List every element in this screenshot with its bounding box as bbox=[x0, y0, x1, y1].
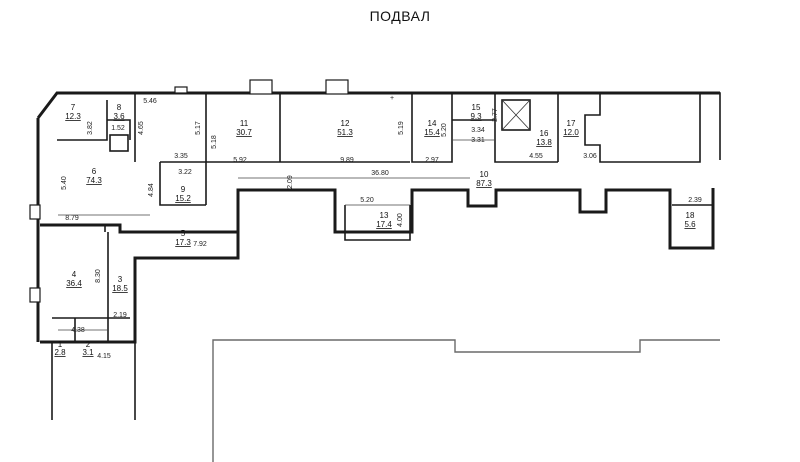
svg-text:1: 1 bbox=[58, 340, 63, 349]
svg-text:17.4: 17.4 bbox=[376, 220, 392, 229]
room-4: 4 36.4 bbox=[66, 270, 82, 288]
room-13: 13 17.4 bbox=[376, 211, 392, 229]
svg-text:3: 3 bbox=[118, 275, 123, 284]
dim-1-52: 1.52 bbox=[111, 125, 125, 132]
dim-2-09: 2.09 bbox=[287, 175, 294, 189]
svg-text:15.4: 15.4 bbox=[424, 128, 440, 137]
svg-text:15: 15 bbox=[472, 103, 481, 112]
dim-4-84: 4.84 bbox=[148, 183, 155, 197]
svg-text:17.3: 17.3 bbox=[175, 238, 191, 247]
svg-text:18.5: 18.5 bbox=[112, 284, 128, 293]
svg-text:10: 10 bbox=[480, 170, 489, 179]
svg-text:6: 6 bbox=[92, 167, 97, 176]
svg-text:74.3: 74.3 bbox=[86, 176, 102, 185]
svg-text:14: 14 bbox=[428, 119, 437, 128]
room-3: 3 18.5 bbox=[112, 275, 128, 293]
svg-text:7: 7 bbox=[71, 103, 76, 112]
room-labels: 1 2.8 2 3.1 3 18.5 4 36.4 5 17.3 6 74.3 … bbox=[54, 103, 696, 357]
dim-8-30: 8.30 bbox=[95, 269, 102, 283]
dim-36-80: 36.80 bbox=[371, 170, 389, 177]
svg-text:17: 17 bbox=[567, 119, 576, 128]
room-15: 15 9.3 bbox=[470, 103, 482, 121]
room-11: 11 30.7 bbox=[236, 119, 252, 137]
dim-5-92: 5.92 bbox=[233, 157, 247, 164]
dim-3-22: 3.22 bbox=[178, 169, 192, 176]
room-7: 7 12.3 bbox=[65, 103, 81, 121]
svg-text:4: 4 bbox=[72, 270, 77, 279]
dim-2-97: 2.97 bbox=[425, 157, 439, 164]
svg-text:9: 9 bbox=[181, 185, 186, 194]
dim-3-35: 3.35 bbox=[174, 153, 188, 160]
svg-text:16: 16 bbox=[540, 129, 549, 138]
dim-2-19: 2.19 bbox=[113, 312, 127, 319]
dim-7-92: 7.92 bbox=[193, 241, 207, 248]
room-5: 5 17.3 bbox=[175, 229, 191, 247]
svg-text:2.8: 2.8 bbox=[54, 348, 66, 357]
svg-text:9.3: 9.3 bbox=[470, 112, 482, 121]
dim-3-82: 3.82 bbox=[87, 121, 94, 135]
room-10: 10 87.3 bbox=[476, 170, 492, 188]
svg-text:18: 18 bbox=[686, 211, 695, 220]
dim-5-20-a: 5.20 bbox=[441, 123, 448, 137]
svg-text:5.6: 5.6 bbox=[684, 220, 696, 229]
room-12: 12 51.3 bbox=[337, 119, 353, 137]
dimension-lines bbox=[58, 139, 495, 331]
dim-3-34: 3.34 bbox=[471, 127, 485, 134]
dim-4-65: 4.65 bbox=[138, 121, 145, 135]
dim-5-20-b: 5.20 bbox=[360, 197, 374, 204]
light-wells bbox=[29, 79, 349, 303]
svg-text:15.2: 15.2 bbox=[175, 194, 191, 203]
room-2: 2 3.1 bbox=[82, 340, 94, 357]
svg-text:13.8: 13.8 bbox=[536, 138, 552, 147]
svg-text:12.3: 12.3 bbox=[65, 112, 81, 121]
svg-text:12: 12 bbox=[341, 119, 350, 128]
dim-5-19: 5.19 bbox=[398, 121, 405, 135]
svg-text:51.3: 51.3 bbox=[337, 128, 353, 137]
dim-2-77: 2.77 bbox=[492, 108, 499, 122]
outer-walls bbox=[36, 91, 721, 462]
dim-5-40: 5.40 bbox=[61, 176, 68, 190]
marker-icon: + bbox=[390, 95, 394, 102]
dim-4-15: 4.15 bbox=[97, 353, 111, 360]
dim-4-38: 4.38 bbox=[71, 327, 85, 334]
plan-title: ПОДВАЛ bbox=[369, 8, 431, 24]
room-8: 8 3.6 bbox=[113, 103, 125, 121]
room-6: 6 74.3 bbox=[86, 167, 102, 185]
dimension-labels: 5.46 3.82 1.52 4.65 5.17 5.18 5.19 5.20 … bbox=[61, 98, 702, 360]
room-9: 9 15.2 bbox=[175, 185, 191, 203]
dim-2-39: 2.39 bbox=[688, 197, 702, 204]
room-14: 14 15.4 bbox=[424, 119, 440, 137]
dim-9-89: 9.89 bbox=[340, 157, 354, 164]
dim-4-00: 4.00 bbox=[397, 213, 404, 227]
svg-text:3.1: 3.1 bbox=[82, 348, 94, 357]
svg-text:2: 2 bbox=[86, 340, 91, 349]
dim-3-06: 3.06 bbox=[583, 153, 597, 160]
svg-text:36.4: 36.4 bbox=[66, 279, 82, 288]
room-18: 18 5.6 bbox=[684, 211, 696, 229]
dim-5-17: 5.17 bbox=[195, 121, 202, 135]
svg-text:13: 13 bbox=[380, 211, 389, 220]
svg-text:12.0: 12.0 bbox=[563, 128, 579, 137]
room-1: 1 2.8 bbox=[54, 340, 66, 357]
svg-text:87.3: 87.3 bbox=[476, 179, 492, 188]
svg-text:5: 5 bbox=[181, 229, 186, 238]
dim-5-18: 5.18 bbox=[211, 135, 218, 149]
room-16: 16 13.8 bbox=[536, 129, 552, 147]
dim-4-55: 4.55 bbox=[529, 153, 543, 160]
svg-text:3.6: 3.6 bbox=[113, 112, 125, 121]
room-17: 17 12.0 bbox=[563, 119, 579, 137]
svg-text:8: 8 bbox=[117, 103, 122, 112]
svg-text:30.7: 30.7 bbox=[236, 128, 252, 137]
dim-5-46: 5.46 bbox=[143, 98, 157, 105]
dim-8-79: 8.79 bbox=[65, 215, 79, 222]
dim-3-31: 3.31 bbox=[471, 137, 485, 144]
svg-text:11: 11 bbox=[240, 119, 249, 128]
